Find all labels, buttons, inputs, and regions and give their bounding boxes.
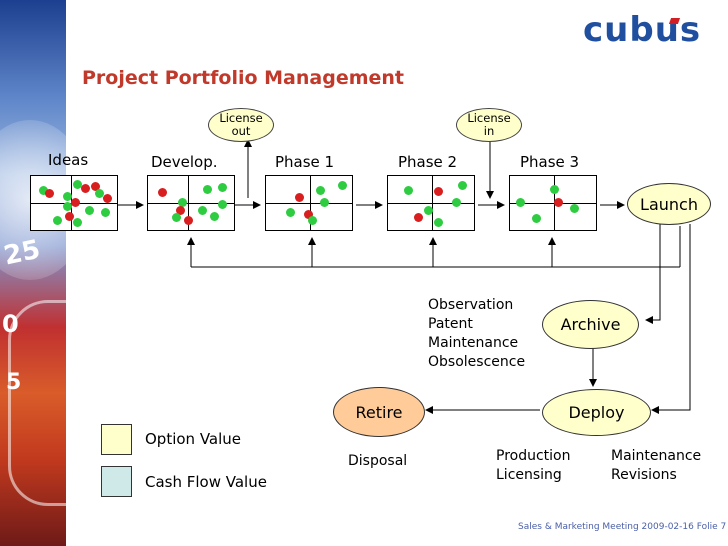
deploy-node: Deploy xyxy=(542,389,651,436)
legend-label-option-value: Option Value xyxy=(145,430,242,448)
stage-label-ideas: Ideas xyxy=(48,151,89,169)
deploy-note-revisions: Revisions xyxy=(611,467,677,483)
deploy-note-maintenance: Maintenance xyxy=(611,448,702,464)
deploy-note-production: Production xyxy=(496,448,571,464)
ideas-matrix xyxy=(30,175,118,231)
license-in-bubble: License in xyxy=(456,108,522,142)
develop-matrix xyxy=(147,175,235,231)
archive-note-obsolescence: Obsolescence xyxy=(428,354,526,370)
license-out-line1: License xyxy=(219,111,263,125)
legend-swatch-cash-flow-value xyxy=(101,466,132,497)
stage-label-phase3: Phase 3 xyxy=(520,153,580,171)
archive-note-observation: Observation xyxy=(428,297,514,313)
archive-note-patent: Patent xyxy=(428,316,473,332)
license-in-line2: in xyxy=(483,124,495,138)
phase3-matrix xyxy=(509,175,597,231)
deploy-note-licensing: Licensing xyxy=(496,467,562,483)
stage-label-phase1: Phase 1 xyxy=(275,153,335,171)
launch-node: Launch xyxy=(627,183,711,225)
page-title: Project Portfolio Management xyxy=(82,67,405,89)
logo-text: cubus xyxy=(583,10,702,50)
stage-label-phase2: Phase 2 xyxy=(398,153,458,171)
phase1-matrix xyxy=(265,175,353,231)
retire-note-disposal: Disposal xyxy=(348,453,408,469)
retire-node: Retire xyxy=(333,387,425,437)
archive-node: Archive xyxy=(542,300,639,349)
stage-label-develop: Develop. xyxy=(151,153,218,171)
legend-swatch-option-value xyxy=(101,424,132,455)
deploy-notes-left: Production Licensing xyxy=(496,447,570,485)
license-in-line1: License xyxy=(467,111,511,125)
deploy-notes-right: Maintenance Revisions xyxy=(611,447,701,485)
license-out-line2: out xyxy=(231,124,251,138)
cubus-logo: cubus xyxy=(583,10,708,58)
legend-label-cash-flow-value: Cash Flow Value xyxy=(145,473,267,491)
archive-note-maintenance: Maintenance xyxy=(428,335,519,351)
archive-notes: Observation Patent Maintenance Obsolesce… xyxy=(428,296,525,372)
license-out-bubble: License out xyxy=(208,108,274,142)
phase2-matrix xyxy=(387,175,475,231)
footer-text: Sales & Marketing Meeting 2009-02-16 Fol… xyxy=(518,522,727,532)
